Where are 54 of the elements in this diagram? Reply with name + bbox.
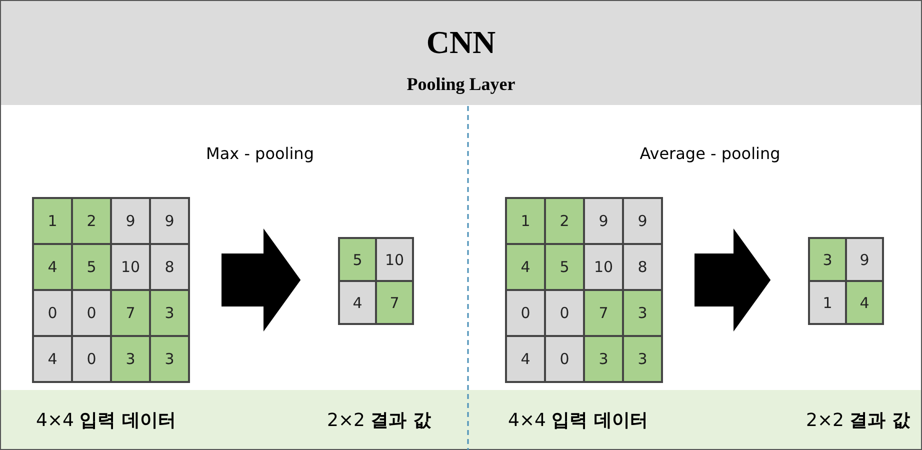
matrix-cell: 5 xyxy=(545,244,584,290)
subtitle: Pooling Layer xyxy=(406,74,516,95)
footer-text: 2×2 결과 값 xyxy=(806,409,910,432)
footer-text: 2×2 결과 값 xyxy=(327,409,431,432)
matrix-cell: 3 xyxy=(584,336,623,382)
panel-title: Max - pooling xyxy=(206,144,314,163)
matrix-cell: 0 xyxy=(545,290,584,336)
matrix-cell: 4 xyxy=(339,281,376,324)
matrix-cell: 2 xyxy=(545,198,584,244)
matrix-cell: 9 xyxy=(111,198,150,244)
matrix-cell: 3 xyxy=(150,290,189,336)
matrix-grid xyxy=(32,197,190,383)
matrix-cell: 10 xyxy=(584,244,623,290)
matrix-cell: 2 xyxy=(72,198,111,244)
block-arrow xyxy=(694,228,771,332)
matrix-cell: 10 xyxy=(376,238,413,281)
matrix-cell: 7 xyxy=(376,281,413,324)
matrix-cell: 4 xyxy=(33,336,72,382)
matrix-grid xyxy=(505,197,663,383)
matrix-cell: 0 xyxy=(545,336,584,382)
matrix-grid xyxy=(338,237,414,325)
matrix-cell: 3 xyxy=(111,336,150,382)
matrix-grid xyxy=(808,237,884,325)
matrix-cell: 0 xyxy=(72,290,111,336)
matrix-cell: 3 xyxy=(623,290,662,336)
matrix-cell: 3 xyxy=(809,238,846,281)
block-arrow xyxy=(222,228,301,332)
matrix-cell: 8 xyxy=(623,244,662,290)
matrix-cell: 9 xyxy=(584,198,623,244)
matrix-cell: 5 xyxy=(72,244,111,290)
matrix-cell: 9 xyxy=(623,198,662,244)
matrix-cell: 4 xyxy=(846,281,883,324)
title: CNN xyxy=(426,24,496,61)
matrix-cell: 3 xyxy=(623,336,662,382)
matrix-cell: 1 xyxy=(506,198,545,244)
footer-text: 4×4 입력 데이터 xyxy=(36,409,176,432)
matrix-cell: 9 xyxy=(150,198,189,244)
matrix-cell: 8 xyxy=(150,244,189,290)
matrix-cell: 7 xyxy=(584,290,623,336)
matrix-cell: 1 xyxy=(33,198,72,244)
matrix-cell: 9 xyxy=(846,238,883,281)
matrix-cell: 10 xyxy=(111,244,150,290)
matrix-cell: 7 xyxy=(111,290,150,336)
panel-title: Average - pooling xyxy=(640,144,780,163)
matrix-cell: 3 xyxy=(150,336,189,382)
matrix-cell: 0 xyxy=(33,290,72,336)
matrix-cell: 0 xyxy=(72,336,111,382)
matrix-cell: 1 xyxy=(809,281,846,324)
matrix-cell: 4 xyxy=(33,244,72,290)
footer-text: 4×4 입력 데이터 xyxy=(508,409,648,432)
matrix-cell: 0 xyxy=(506,290,545,336)
matrix-cell: 4 xyxy=(506,336,545,382)
matrix-cell: 4 xyxy=(506,244,545,290)
matrix-cell: 5 xyxy=(339,238,376,281)
